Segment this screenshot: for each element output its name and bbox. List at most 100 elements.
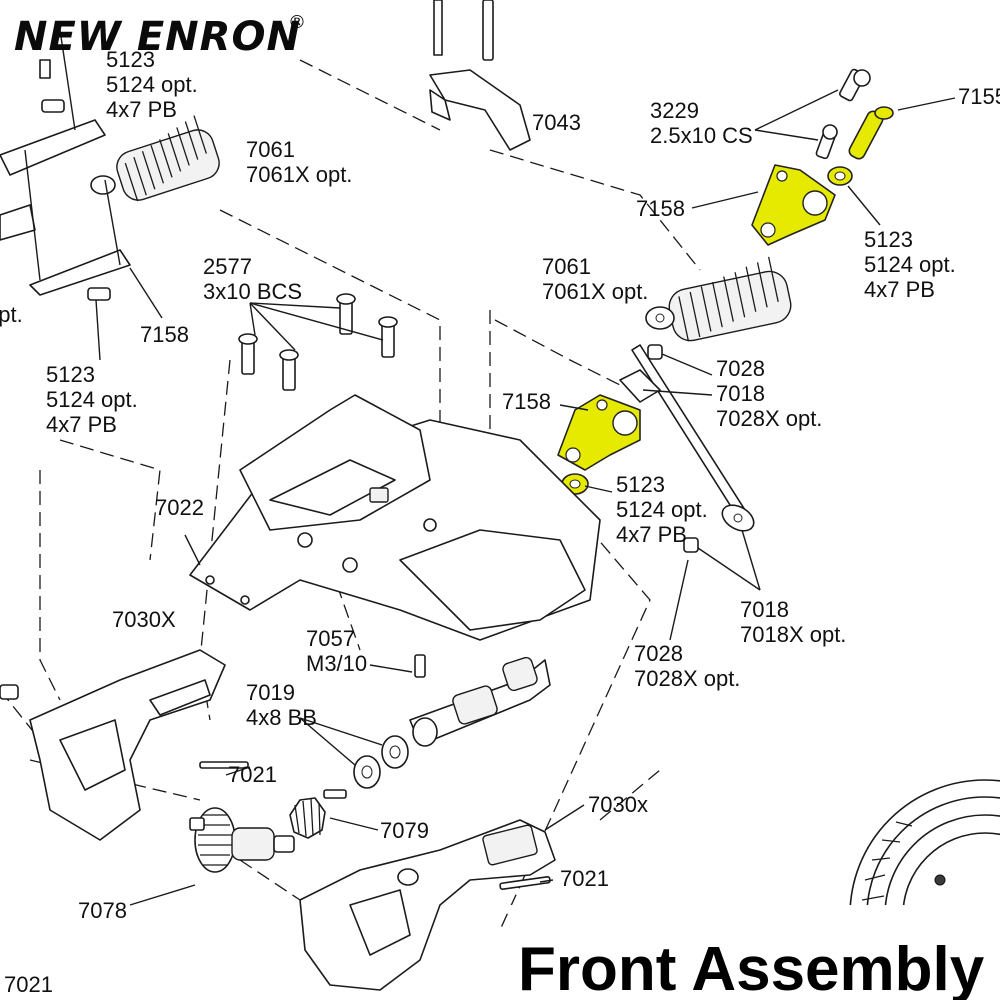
left-screw-icon <box>39 59 51 79</box>
callout-line: 5124 opt. <box>616 497 708 522</box>
screws-2577-icon <box>238 293 398 391</box>
callout-line: 5124 opt. <box>864 252 956 277</box>
callout-7078: 7078 <box>78 898 127 923</box>
turnbuckle-link-icon <box>619 344 755 553</box>
left-upper-arm-icon <box>0 119 106 176</box>
right-upper-parts <box>751 68 894 246</box>
pin-7021-mid-icon <box>199 761 249 769</box>
callout-line: 7030x <box>588 792 648 817</box>
callout-line: 7028 <box>634 641 683 666</box>
left-shock-assembly <box>0 29 220 301</box>
leader-lines <box>95 89 956 906</box>
callout-line: 7028X opt. <box>634 666 740 691</box>
callout-line: 7021 <box>560 866 609 891</box>
callout-line: 4x7 PB <box>864 277 935 302</box>
callout-line: 2577 <box>203 254 252 279</box>
callout-line: 7028X opt. <box>716 406 822 431</box>
pinion-gear-7079-icon <box>289 789 347 839</box>
callout-line: 7061X opt. <box>246 162 352 187</box>
callout-opt: opt. <box>0 302 23 327</box>
callout-line: 5123 <box>864 227 913 252</box>
callout-line: 4x7 PB <box>616 522 687 547</box>
callout-7155: 7155 <box>958 84 1000 109</box>
callout-7043: 7043 <box>532 110 581 135</box>
callout-line: 5124 opt. <box>46 387 138 412</box>
callout-line: 7018X opt. <box>740 622 846 647</box>
registered-mark: ® <box>288 12 306 33</box>
callout-line: 7028 <box>716 356 765 381</box>
callout-line: 5123 <box>46 362 95 387</box>
callout-line: 7061 <box>542 254 591 279</box>
callout-7030X: 7030X <box>112 607 176 632</box>
differential-7078-icon <box>189 807 295 873</box>
callout-line: 7158 <box>636 196 685 221</box>
callout-line: 7022 <box>155 495 204 520</box>
callout-line: 7021 <box>4 972 53 997</box>
bushing-5123-upper-icon <box>827 166 853 186</box>
callout-7021-right: 7021 <box>560 866 609 891</box>
cap-screw-small-icon <box>815 124 838 160</box>
callout-line: 7018 <box>740 597 789 622</box>
callout-line: 7078 <box>78 898 127 923</box>
callout-line: 4x7 PB <box>106 97 177 122</box>
bellcrank-7158-upper-icon <box>751 164 836 246</box>
page-title: Front Assembly <box>518 935 985 1000</box>
callout-line: 7043 <box>532 110 581 135</box>
left-lower-arm-icon <box>29 249 131 296</box>
callout-line: 7019 <box>246 680 295 705</box>
pin-7155-icon <box>848 106 894 160</box>
callout-line: 4x7 PB <box>46 412 117 437</box>
callout-line: 7079 <box>380 818 429 843</box>
callout-7021-mid: 7021 <box>228 762 277 787</box>
callout-line: 3229 <box>650 98 699 123</box>
callout-7030x-lower: 7030x <box>588 792 648 817</box>
callout-line: 7030X <box>112 607 176 632</box>
callout-line: 7158 <box>140 322 189 347</box>
bearings-7019-icon <box>353 735 409 789</box>
left-shock-icon <box>90 115 220 202</box>
left-bushing-icon <box>41 99 65 113</box>
set-screw-7057-icon <box>414 654 426 678</box>
callout-line: 5123 <box>106 47 155 72</box>
callout-7158-mid: 7158 <box>502 389 551 414</box>
bracket-7043-icon <box>429 0 531 151</box>
callout-7022: 7022 <box>155 495 204 520</box>
callout-line: 7061 <box>246 137 295 162</box>
callout-line: 7018 <box>716 381 765 406</box>
title-box: Front Assembly <box>508 905 1000 1000</box>
bellcrank-7158-mid-icon <box>557 394 641 471</box>
knuckle-7030x-left-icon <box>0 649 226 841</box>
callout-line: opt. <box>0 302 23 327</box>
callout-7158-right: 7158 <box>636 196 685 221</box>
callout-line: 3x10 BCS <box>203 279 302 304</box>
rod-end-7028-icon <box>647 344 663 360</box>
callout-line: 5123 <box>616 472 665 497</box>
callout-line: 7155 <box>958 84 1000 109</box>
brand-logo: NEW ENRON ® <box>14 12 306 60</box>
driveshaft-icon <box>409 656 551 747</box>
knuckle-7030x-right-icon <box>299 819 556 991</box>
callout-line: 4x8 BB <box>246 705 317 730</box>
pin-7021-right-icon <box>499 876 551 890</box>
rod-end-7028-lower-icon <box>683 537 699 553</box>
callout-line: 5124 opt. <box>106 72 198 97</box>
callout-7079: 7079 <box>380 818 429 843</box>
callout-line: 2.5x10 CS <box>650 123 753 148</box>
callout-line: 7021 <box>228 762 277 787</box>
callout-line: 7061X opt. <box>542 279 648 304</box>
callout-line: M3/10 <box>306 651 367 676</box>
right-shock-icon <box>645 256 792 342</box>
callout-7021-bottom: 7021 <box>4 972 53 997</box>
